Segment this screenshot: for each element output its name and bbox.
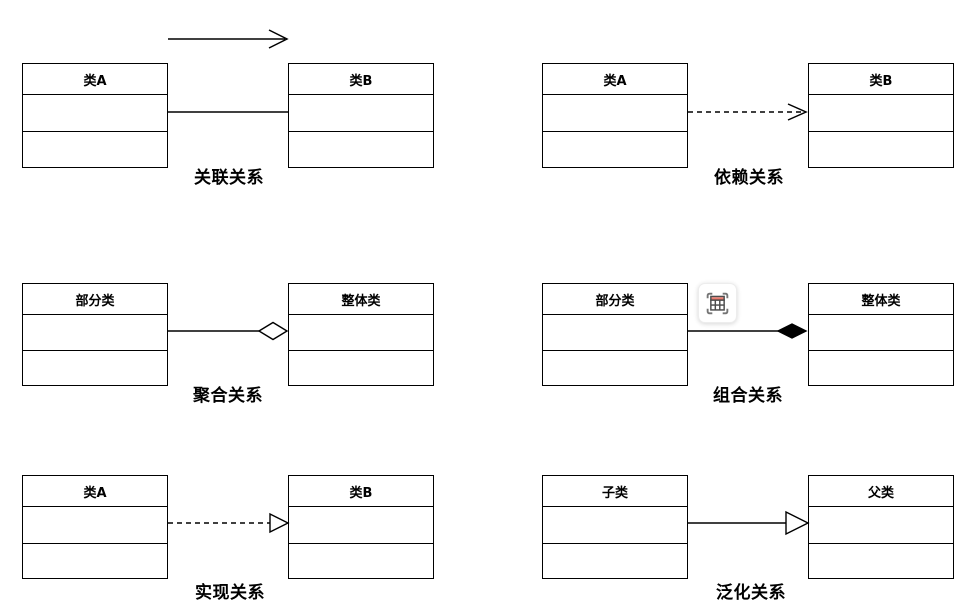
attributes-compartment <box>289 95 433 131</box>
methods-compartment <box>23 542 167 578</box>
relationship-label-dependency: 依赖关系 <box>714 168 784 188</box>
relationship-label-composition: 组合关系 <box>713 386 783 406</box>
open-arrow-icon <box>168 29 289 49</box>
class-box-association-left: 类A <box>22 63 168 168</box>
methods-compartment <box>543 542 687 578</box>
class-name: 子类 <box>543 476 687 507</box>
methods-compartment <box>543 350 687 385</box>
class-box-aggregation-left: 部分类 <box>22 283 168 386</box>
generalization-connector <box>688 510 810 536</box>
class-box-composition-right: 整体类 <box>808 283 954 386</box>
class-name: 父类 <box>809 476 953 507</box>
methods-compartment <box>289 542 433 578</box>
methods-compartment <box>809 542 953 578</box>
attributes-compartment <box>543 95 687 131</box>
class-name: 类B <box>289 64 433 95</box>
class-box-generalization-left: 子类 <box>542 475 688 579</box>
attributes-compartment <box>543 315 687 350</box>
class-box-realization-right: 类B <box>288 475 434 579</box>
composition-connector <box>688 323 808 339</box>
relationship-label-association: 关联关系 <box>194 168 264 188</box>
class-box-association-right: 类B <box>288 63 434 168</box>
methods-compartment <box>289 131 433 167</box>
class-name: 类B <box>809 64 953 95</box>
attributes-compartment <box>23 315 167 350</box>
class-name: 整体类 <box>289 284 433 315</box>
realization-connector <box>168 512 290 534</box>
relationship-label-generalization: 泛化关系 <box>716 583 786 603</box>
class-box-realization-left: 类A <box>22 475 168 579</box>
attributes-compartment <box>23 507 167 543</box>
relationship-label-aggregation: 聚合关系 <box>193 386 263 406</box>
class-name: 部分类 <box>543 284 687 315</box>
table-capture-icon <box>706 292 729 314</box>
aggregation-connector <box>168 321 289 341</box>
methods-compartment <box>23 350 167 385</box>
class-name: 类A <box>23 476 167 507</box>
attributes-compartment <box>289 315 433 350</box>
class-name: 部分类 <box>23 284 167 315</box>
class-name: 类A <box>23 64 167 95</box>
class-box-generalization-right: 父类 <box>808 475 954 579</box>
class-name: 类B <box>289 476 433 507</box>
class-box-dependency-right: 类B <box>808 63 954 168</box>
class-name: 类A <box>543 64 687 95</box>
methods-compartment <box>809 350 953 385</box>
class-box-composition-left: 部分类 <box>542 283 688 386</box>
methods-compartment <box>23 131 167 167</box>
methods-compartment <box>809 131 953 167</box>
methods-compartment <box>543 131 687 167</box>
methods-compartment <box>289 350 433 385</box>
dependency-connector <box>688 103 808 121</box>
class-box-dependency-left: 类A <box>542 63 688 168</box>
class-box-aggregation-right: 整体类 <box>288 283 434 386</box>
attributes-compartment <box>809 315 953 350</box>
table-capture-button[interactable] <box>698 283 737 323</box>
attributes-compartment <box>809 507 953 543</box>
class-name: 整体类 <box>809 284 953 315</box>
attributes-compartment <box>289 507 433 543</box>
attributes-compartment <box>543 507 687 543</box>
attributes-compartment <box>809 95 953 131</box>
relationship-label-realization: 实现关系 <box>195 583 265 603</box>
attributes-compartment <box>23 95 167 131</box>
